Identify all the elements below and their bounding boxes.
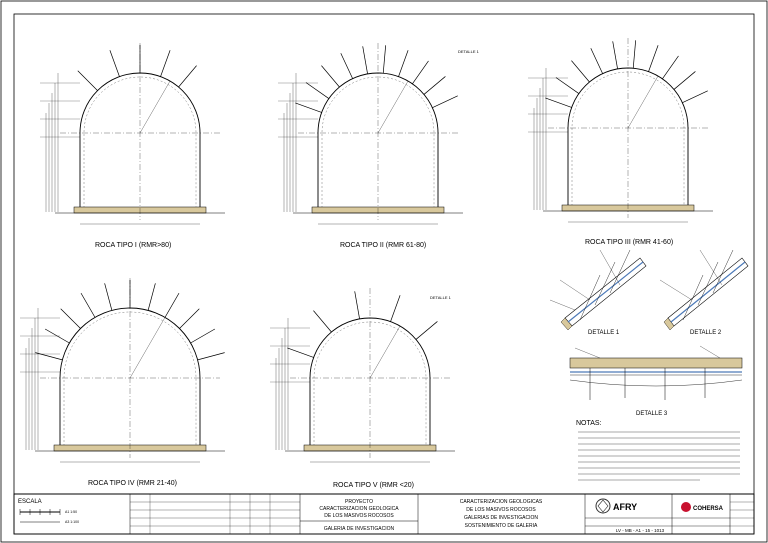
rock-bolt xyxy=(147,283,156,311)
rock-bolt xyxy=(60,308,81,329)
rock-bolt xyxy=(662,55,679,80)
rock-bolt xyxy=(354,291,360,319)
rock-bolt xyxy=(423,76,446,95)
rock-bolt xyxy=(612,41,618,69)
radius-leader xyxy=(139,80,171,134)
rock-bolt xyxy=(382,45,387,74)
rock-bolt xyxy=(109,50,120,77)
rock-bolt xyxy=(77,70,98,91)
drawing-line-4: SOSTENIMIENTO DE GALERIA xyxy=(465,523,538,529)
tunnel-sections xyxy=(20,38,713,463)
project-label: PROYECTO xyxy=(345,499,373,505)
rock-bolt xyxy=(197,352,225,361)
detail-callout-a: DETALLE 1 xyxy=(458,49,480,54)
rock-bolt xyxy=(104,283,113,311)
scale-value-a3: A3 1:100 xyxy=(65,520,79,524)
rock-bolt xyxy=(179,308,200,329)
scale-label: ESCALA xyxy=(18,499,42,505)
rock-bolt xyxy=(362,46,368,74)
excavation-line xyxy=(313,321,427,450)
detail-2-drawing xyxy=(659,249,749,331)
detail-title-2: DETALLE 2 xyxy=(690,330,722,336)
rock-bolt xyxy=(432,95,458,108)
rock-bolt xyxy=(682,90,708,103)
rock-bolt xyxy=(390,295,401,322)
drawing-line-3: GALERIAS DE INVESTIGACION xyxy=(464,515,538,521)
drawing-number: LV - MB - A1 - 15 - 1013 xyxy=(616,528,665,533)
rock-bolt xyxy=(287,347,314,358)
tunnel-section-3 xyxy=(528,38,713,223)
tunnel-section-5 xyxy=(270,288,455,463)
tunnel-section-2 xyxy=(278,43,463,225)
radius-leader xyxy=(369,325,401,379)
excavation-line xyxy=(83,76,197,212)
rock-bolt xyxy=(160,50,171,77)
section-title-5: ROCA TIPO V (RMR <20) xyxy=(333,482,414,489)
tunnel-section-1 xyxy=(40,43,225,225)
rock-bolt xyxy=(164,292,180,318)
rock-bolt xyxy=(673,71,696,90)
notes-title: NOTAS: xyxy=(576,420,602,427)
radius-leader xyxy=(129,317,166,379)
rock-bolt xyxy=(80,292,96,318)
afry-logo-text: AFRY xyxy=(613,502,637,512)
rock-bolt xyxy=(190,328,216,344)
project-line-1: CARACTERIZACION GEOLOGICA xyxy=(319,506,399,512)
rock-bolt xyxy=(313,310,332,333)
rock-bolt xyxy=(555,77,580,94)
rock-bolt xyxy=(35,352,63,361)
drawing-line-1: CARACTERIZACION GEOLOGICAS xyxy=(460,499,543,505)
detail-1-drawing xyxy=(549,249,647,331)
detail-title-3: DETALLE 3 xyxy=(636,411,668,417)
section-title-1: ROCA TIPO I (RMR>80) xyxy=(95,242,171,249)
rock-bolt xyxy=(590,48,603,74)
notes-lines xyxy=(578,431,740,481)
tunnel-section-4 xyxy=(20,278,225,463)
rock-bolt xyxy=(571,60,590,83)
rock-bolt xyxy=(305,82,330,99)
rock-bolt xyxy=(340,53,353,79)
radius-leader xyxy=(627,75,659,129)
rock-bolt xyxy=(648,45,659,72)
rock-bolt xyxy=(178,65,197,88)
cohersa-logo-text: COHERSA xyxy=(693,506,724,512)
section-title-2: ROCA TIPO II (RMR 61-80) xyxy=(340,242,426,249)
excavation-line xyxy=(321,76,435,212)
rock-bolt xyxy=(321,65,340,88)
detail-callout-b: DETALLE 1 xyxy=(430,295,452,300)
rock-bolt xyxy=(415,321,438,340)
title-block xyxy=(13,493,755,535)
section-title-4: ROCA TIPO IV (RMR 21-40) xyxy=(88,480,177,487)
rock-bolt xyxy=(398,50,409,77)
radius-leader xyxy=(377,80,409,134)
rock-bolt xyxy=(632,40,637,69)
section-title-3: ROCA TIPO III (RMR 41-60) xyxy=(585,239,673,246)
gallery-label: GALERIA DE INVESTIGACION xyxy=(324,526,395,532)
cohersa-logo-icon xyxy=(681,502,691,512)
detail-3-drawing xyxy=(569,345,743,400)
excavation-line xyxy=(63,311,197,450)
rock-bolt xyxy=(295,102,322,113)
project-line-2: DE LOS MASIVOS ROCOSOS xyxy=(324,513,394,519)
rock-bolt xyxy=(412,60,429,85)
scale-value-a1: A1 1:50 xyxy=(65,510,77,514)
drawing-line-2: DE LOS MASIVOS ROCOSOS xyxy=(466,507,536,513)
detail-title-1: DETALLE 1 xyxy=(588,330,620,336)
rock-bolt xyxy=(545,97,572,108)
